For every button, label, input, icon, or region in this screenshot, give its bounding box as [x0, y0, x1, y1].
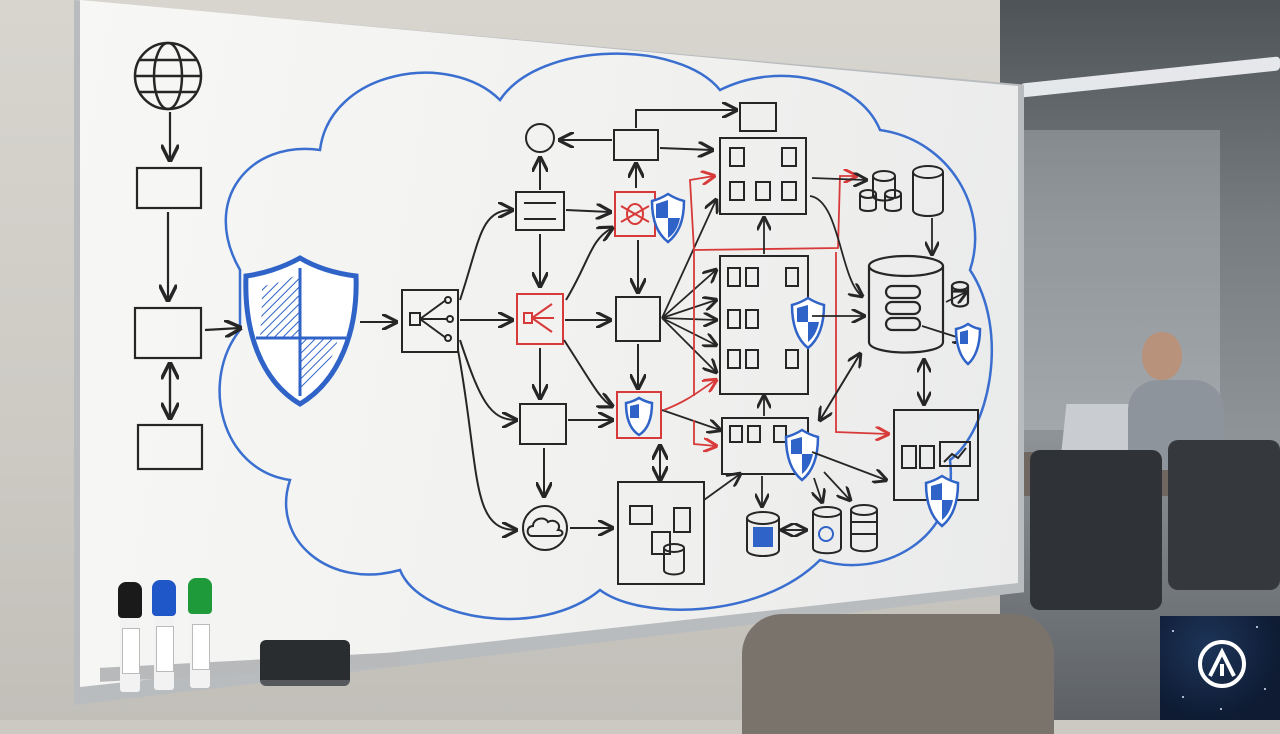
node-circle — [525, 123, 555, 153]
network-diagram — [133, 41, 994, 621]
whiteboard-eraser[interactable] — [260, 640, 350, 686]
shield-icon — [954, 322, 982, 366]
office-chair — [1168, 440, 1280, 590]
blue-marker[interactable] — [152, 580, 176, 690]
box — [613, 129, 659, 161]
office-chair — [1030, 450, 1162, 610]
marker-cap — [118, 582, 142, 618]
marker-label — [192, 624, 210, 670]
marker-label — [122, 628, 140, 674]
database-icon — [859, 165, 944, 217]
box — [135, 166, 203, 210]
box — [519, 403, 567, 445]
brand-logo-icon — [1198, 640, 1246, 688]
shield-icon — [650, 192, 686, 244]
load-balancer-icon — [401, 289, 459, 353]
box — [133, 306, 203, 360]
globe-icon — [133, 41, 203, 111]
foreground-chair — [742, 614, 1054, 734]
shield-icon — [616, 391, 662, 439]
box — [136, 423, 204, 471]
database-icon — [867, 254, 970, 354]
shield-icon — [243, 255, 359, 407]
marker-cap — [152, 580, 176, 616]
logo-badge — [1160, 616, 1280, 720]
box — [739, 102, 777, 132]
marker-label — [156, 626, 174, 672]
bug-icon — [614, 191, 656, 237]
storage-cylinder-icon — [746, 504, 878, 557]
marker-cap — [188, 578, 212, 614]
shield-icon — [790, 296, 826, 350]
green-marker[interactable] — [188, 578, 212, 688]
load-balancer-icon — [516, 293, 564, 345]
storage-cluster — [617, 481, 705, 585]
cloud-outline — [218, 52, 994, 621]
server-rack-icon — [719, 137, 807, 215]
box — [615, 296, 661, 342]
box — [515, 191, 565, 231]
person-head — [1142, 332, 1182, 380]
shield-icon — [924, 474, 960, 528]
shield-icon — [784, 428, 820, 482]
black-marker[interactable] — [118, 582, 142, 692]
cloud-icon — [522, 505, 568, 551]
